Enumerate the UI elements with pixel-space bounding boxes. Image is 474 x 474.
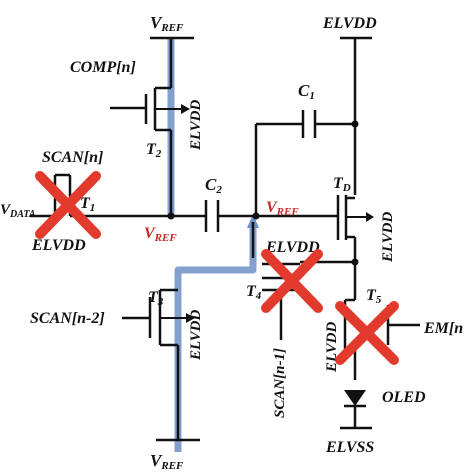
t4-label: T4 xyxy=(246,283,262,302)
scan-n-label: SCAN[n] xyxy=(42,149,103,166)
t3-elvdd-label: ELVDD xyxy=(188,310,204,361)
t2-label: T2 xyxy=(146,141,162,160)
td-elvdd-label: ELVDD xyxy=(380,212,396,263)
t1-label: T1 xyxy=(80,195,95,214)
elvss-label: ELVSS xyxy=(325,439,374,456)
oled-label: OLED xyxy=(382,389,426,406)
t4-cross-mark xyxy=(261,249,323,313)
t5-cross-mark xyxy=(335,301,399,365)
scan-n1-label: SCAN[n-1] xyxy=(272,348,288,418)
t5-label: T5 xyxy=(366,287,382,306)
c2-label: C2 xyxy=(205,175,222,196)
elvdd-t4-label: ELVDD xyxy=(265,239,320,256)
scan-n2-label: SCAN[n-2] xyxy=(30,310,105,327)
comp-label: COMP[n] xyxy=(70,59,136,76)
c1-label: C1 xyxy=(298,81,315,102)
t1-cross-mark xyxy=(35,171,101,239)
wires xyxy=(30,36,420,442)
t2-elvdd-label: ELVDD xyxy=(188,100,204,151)
vref-highlight-path xyxy=(167,38,259,452)
elvdd-top-label: ELVDD xyxy=(322,15,377,32)
t3-label: T3 xyxy=(148,289,164,308)
elvdd-t1-label: ELVDD xyxy=(31,237,86,254)
td-label: TD xyxy=(333,175,351,194)
vref-top-label: VREF xyxy=(150,13,184,34)
vref-bottom-label: VREF xyxy=(150,451,184,472)
vdata-label: VDATA xyxy=(0,202,36,220)
vref-left-label: VREF xyxy=(144,225,177,244)
vref-mid-label: VREF xyxy=(266,199,299,218)
em-label: EM[n xyxy=(423,320,463,337)
labels: VREF ELVDD COMP[n] T2 ELVDD C1 SCAN[n] V… xyxy=(0,13,463,472)
t5-elvdd-label: ELVDD xyxy=(324,322,340,373)
